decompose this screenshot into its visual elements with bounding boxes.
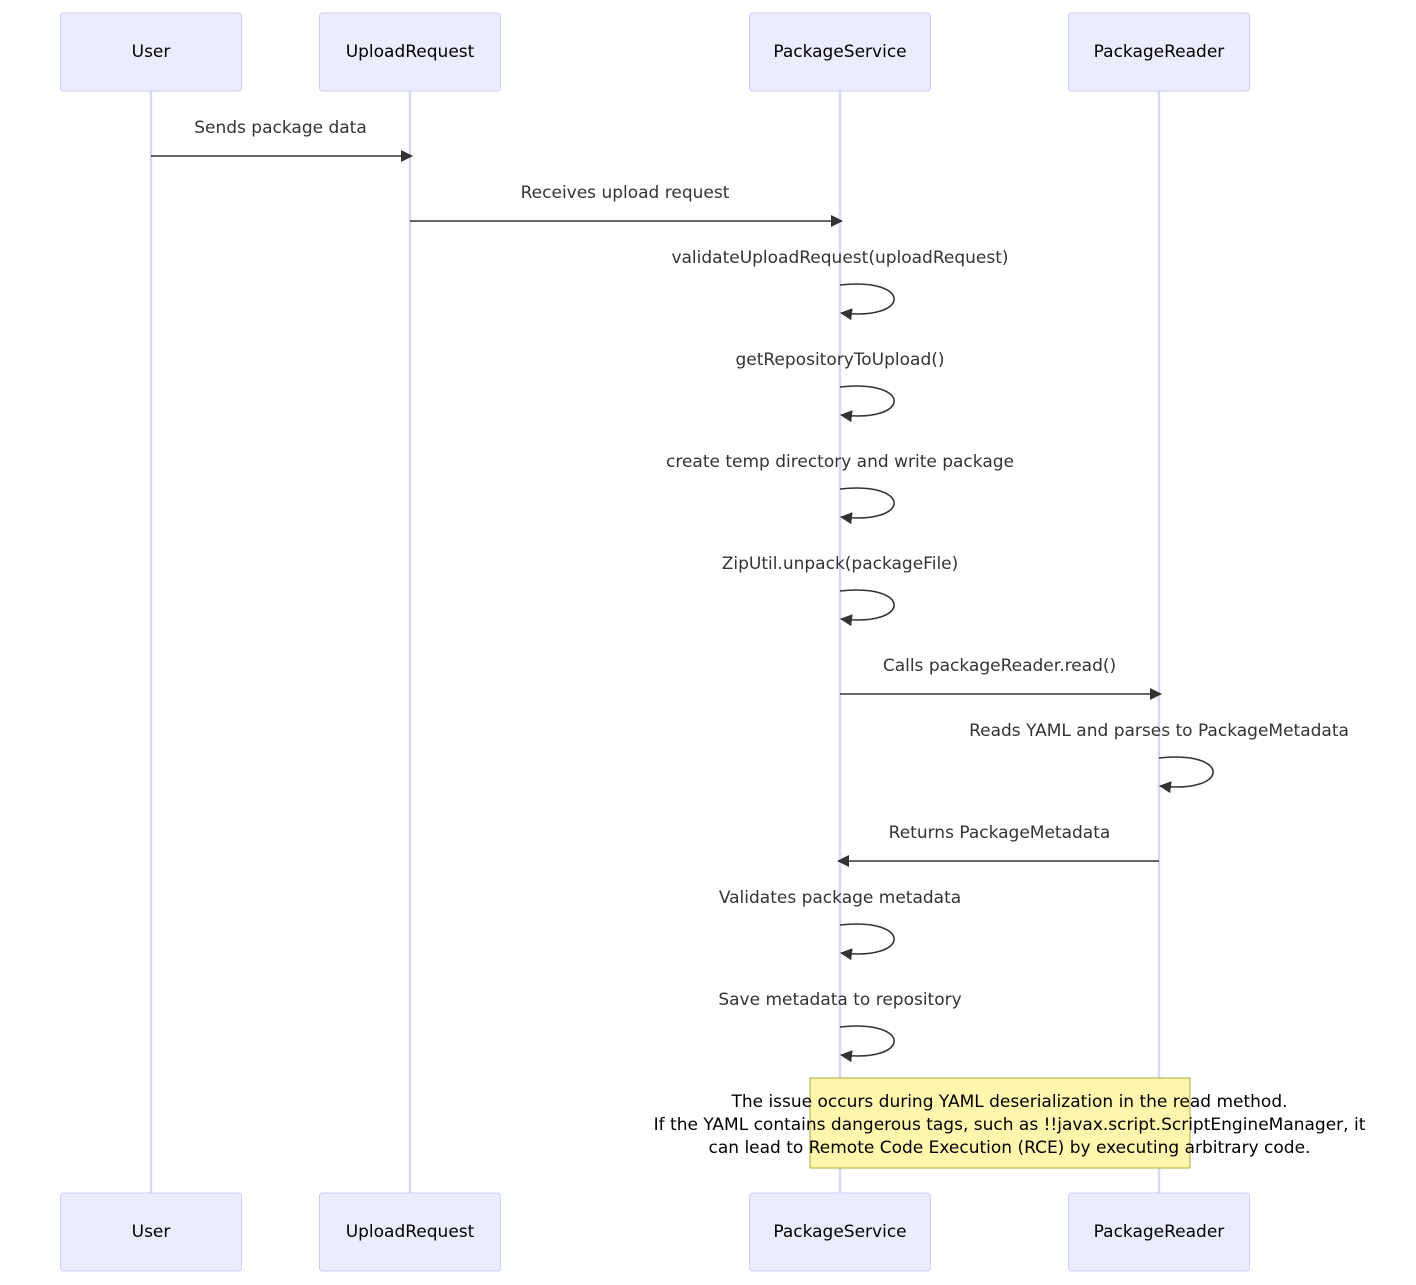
participant-label: User xyxy=(132,1222,171,1242)
participant-label: PackageService xyxy=(773,42,906,62)
participant-box xyxy=(749,1192,931,1272)
message-label: Sends package data xyxy=(194,118,367,138)
message-label: Validates package metadata xyxy=(719,888,961,908)
lifelines xyxy=(149,91,1161,1193)
self-message-arrow xyxy=(839,385,895,423)
participant-upload-top: UploadRequest xyxy=(319,12,501,92)
message-9: Returns PackageMetadata xyxy=(837,823,1159,867)
participant-box xyxy=(319,1192,501,1272)
message-2: Receives upload request xyxy=(410,183,843,227)
message-label: Calls packageReader.read() xyxy=(883,656,1116,676)
participant-service-bottom: PackageService xyxy=(749,1192,931,1272)
participant-box xyxy=(60,12,242,92)
message-6: ZipUtil.unpack(packageFile) xyxy=(722,554,959,627)
participant-label: UploadRequest xyxy=(346,1222,475,1242)
note-box xyxy=(809,1077,1191,1169)
message-label: getRepositoryToUpload() xyxy=(735,350,944,370)
participant-box xyxy=(319,12,501,92)
message-5: create temp directory and write package xyxy=(666,452,1014,525)
participant-box xyxy=(749,12,931,92)
participant-label: User xyxy=(132,42,171,62)
message-7: Calls packageReader.read() xyxy=(840,656,1162,700)
self-message-arrow xyxy=(839,589,895,627)
note-line: If the YAML contains dangerous tags, suc… xyxy=(654,1115,1366,1135)
message-label: Save metadata to repository xyxy=(718,990,961,1010)
message-3: validateUploadRequest(uploadRequest) xyxy=(671,248,1009,321)
message-label: Returns PackageMetadata xyxy=(889,823,1111,843)
participant-label: UploadRequest xyxy=(346,42,475,62)
message-4: getRepositoryToUpload() xyxy=(735,350,945,423)
message-label: validateUploadRequest(uploadRequest) xyxy=(671,248,1008,268)
participants: UserUserUploadRequestUploadRequestPackag… xyxy=(60,12,1250,1272)
message-10: Validates package metadata xyxy=(719,888,961,961)
self-message-arrow xyxy=(839,487,895,525)
participant-user-bottom: User xyxy=(60,1192,242,1272)
participant-reader-bottom: PackageReader xyxy=(1068,1192,1250,1272)
participant-service-top: PackageService xyxy=(749,12,931,92)
message-8: Reads YAML and parses to PackageMetadata xyxy=(969,721,1349,794)
message-label: Receives upload request xyxy=(521,183,730,203)
note: The issue occurs during YAML deserializa… xyxy=(654,1077,1366,1169)
self-message-arrow xyxy=(839,923,895,961)
participant-upload-bottom: UploadRequest xyxy=(319,1192,501,1272)
participant-label: PackageService xyxy=(773,1222,906,1242)
participant-label: PackageReader xyxy=(1094,1222,1225,1242)
message-label: create temp directory and write package xyxy=(666,452,1014,472)
participant-box xyxy=(1068,12,1250,92)
self-message-arrow xyxy=(839,1025,895,1063)
participant-reader-top: PackageReader xyxy=(1068,12,1250,92)
participant-user-top: User xyxy=(60,12,242,92)
message-1: Sends package data xyxy=(151,118,413,162)
participant-box xyxy=(1068,1192,1250,1272)
note-line: The issue occurs during YAML deserializa… xyxy=(730,1092,1287,1112)
self-message-arrow xyxy=(1158,756,1214,794)
participant-box xyxy=(60,1192,242,1272)
note-line: can lead to Remote Code Execution (RCE) … xyxy=(709,1138,1311,1158)
message-label: Reads YAML and parses to PackageMetadata xyxy=(969,721,1349,741)
message-label: ZipUtil.unpack(packageFile) xyxy=(722,554,959,574)
self-message-arrow xyxy=(839,283,895,321)
participant-label: PackageReader xyxy=(1094,42,1225,62)
message-11: Save metadata to repository xyxy=(718,990,962,1063)
